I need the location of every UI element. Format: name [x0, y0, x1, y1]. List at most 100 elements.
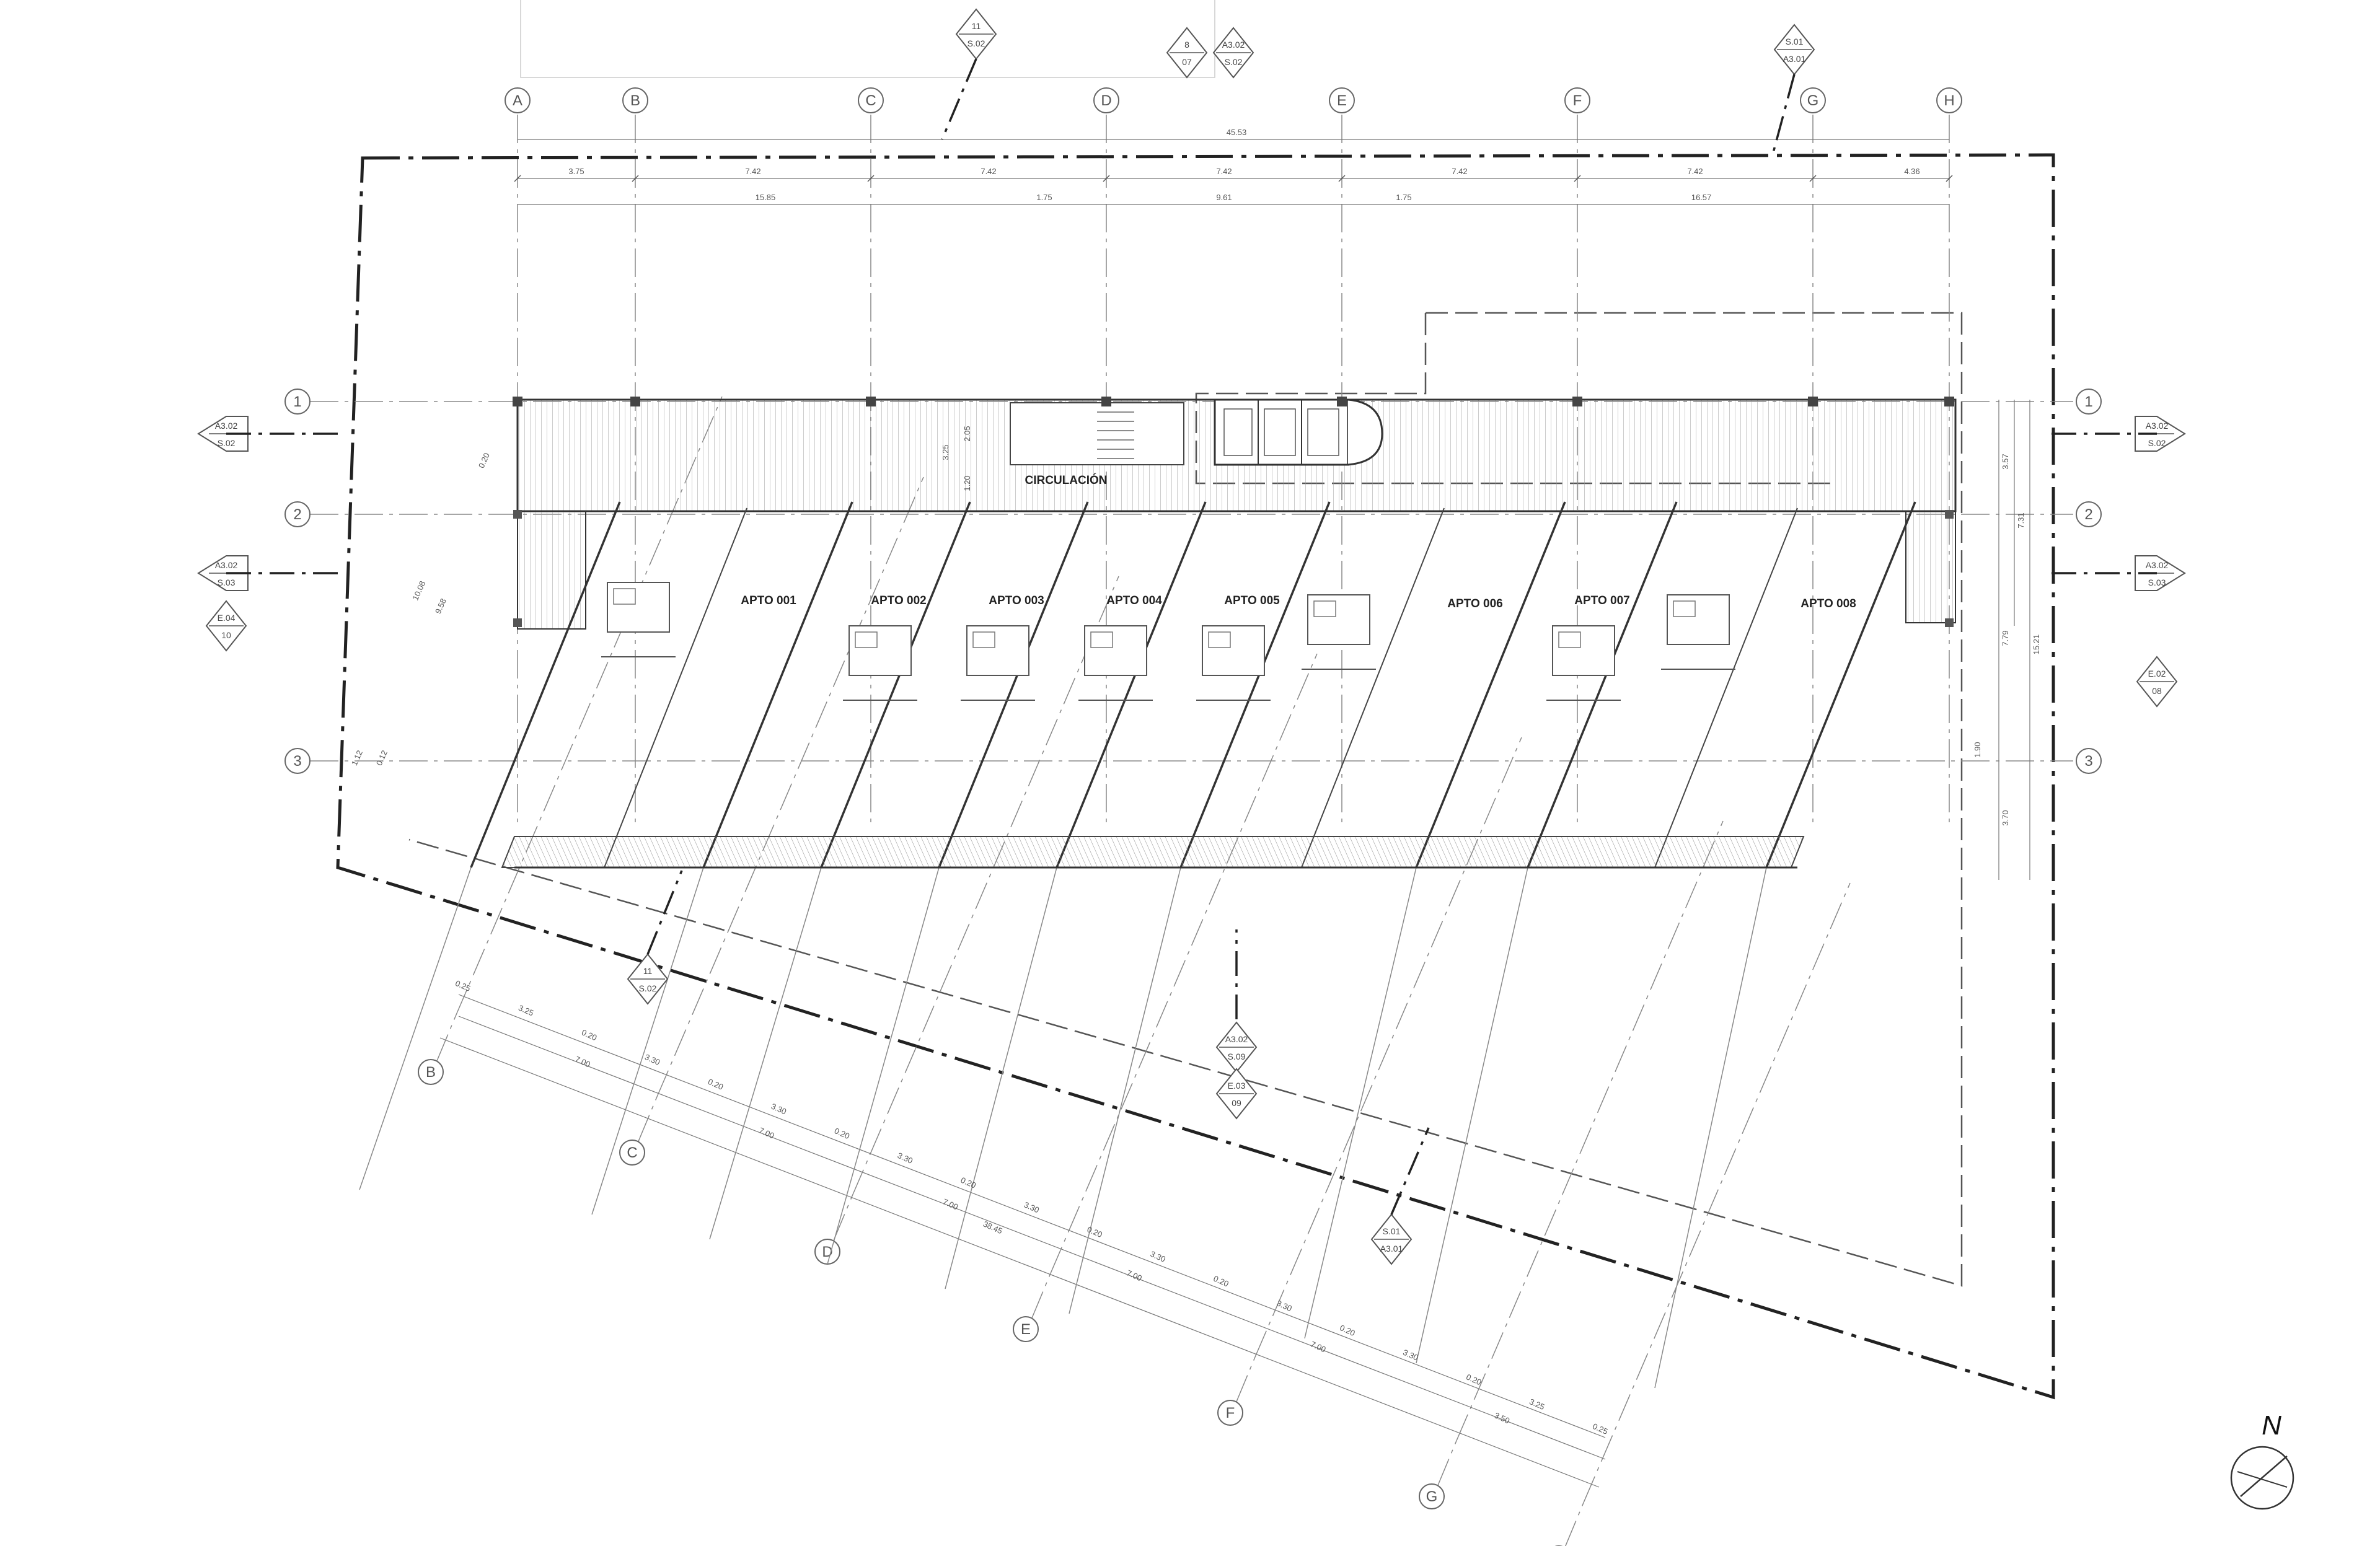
- fixture-1: [855, 631, 878, 648]
- bathroom-4: [1202, 625, 1265, 676]
- grid-label-col-C: C: [865, 92, 876, 109]
- grid-bubble-row-right-2: [2076, 501, 2102, 527]
- dim-second-5: 16.57: [1691, 193, 1712, 202]
- tag-top-0-top: 11: [972, 21, 981, 31]
- room-label-apto-004: APTO 004: [1106, 594, 1162, 607]
- tag-right-2-top: E.02: [2148, 669, 2166, 679]
- bathroom-1: [848, 625, 912, 676]
- tag-bottom-3-bottom: A3.01: [1380, 1244, 1403, 1254]
- tag-left-0-top: A3.02: [215, 421, 238, 431]
- tag-top-2: A3.02S.02: [1212, 27, 1254, 79]
- grid-label-rot-C: C: [627, 1144, 637, 1161]
- grid-leader-rot-C: [638, 1096, 658, 1142]
- tag-bottom-0-top: 11: [643, 966, 653, 976]
- dim-tick-top-0: [514, 175, 521, 182]
- tag-left-1: A3.02S.03: [197, 555, 249, 591]
- column-2: [866, 397, 876, 406]
- grid-leader-rot-B: [436, 1016, 456, 1061]
- dim-bay-3: 7.42: [981, 167, 996, 176]
- fixture-0: [613, 588, 636, 605]
- grid-line-rot-H: [1583, 882, 1851, 1503]
- dim-second-3: 9.61: [1216, 193, 1232, 202]
- tag-top-1-bottom: 07: [1182, 57, 1192, 67]
- tag-top-3-top: S.01: [1786, 37, 1804, 46]
- column-3: [1101, 397, 1111, 406]
- dim-diag-row1-9: 3.30: [1023, 1200, 1041, 1214]
- room-label-apto-008: APTO 008: [1800, 597, 1856, 610]
- section-leader-6: [646, 870, 683, 955]
- dim-tick-top-5: [1574, 175, 1581, 182]
- dim-diagonal-total: 38.45: [982, 1219, 1004, 1236]
- unit-wall-2: [820, 501, 971, 868]
- dim-diag-row1-0: 0.25: [454, 978, 472, 993]
- grid-leader-rot-D: [833, 1195, 853, 1241]
- unit-labels: APTO 001 APTO 002 APTO 003 APTO 004 APTO…: [741, 594, 1856, 610]
- dim-stair-1: 3.25: [941, 444, 950, 460]
- dim-left-1: 10.08: [410, 579, 427, 602]
- unit-wall-1: [702, 501, 853, 868]
- dim-right-2: 7.31: [2016, 512, 2025, 528]
- fixture-2: [972, 631, 995, 648]
- grid-label-col-H: H: [1944, 92, 1954, 109]
- fixture-6: [1558, 631, 1581, 648]
- dim-diag-row1-11: 3.30: [1149, 1249, 1167, 1264]
- unit-wall-ext-1: [591, 867, 704, 1215]
- dim-bay-1: 3.75: [568, 167, 584, 176]
- dim-tick-top-6: [1809, 175, 1817, 182]
- tag-top-1: 807: [1166, 27, 1208, 79]
- grid-line-rot-C: [656, 477, 924, 1097]
- dim-diag-row2-4: 7.00: [1309, 1339, 1327, 1354]
- dim-diag-row1-7: 3.30: [896, 1151, 914, 1166]
- grid-bubble-row-right-1: [2076, 389, 2102, 415]
- column-extra-1: [513, 618, 522, 627]
- column-7: [1944, 397, 1954, 406]
- room-label-apto-006: APTO 006: [1447, 597, 1502, 610]
- grid-label-col-F: F: [1573, 92, 1582, 109]
- grid-bubble-row-left-2: [284, 501, 311, 527]
- grid-label-col-G: G: [1807, 92, 1819, 109]
- grid-bubble-col-D: [1093, 87, 1119, 113]
- tag-bottom-3-top: S.01: [1383, 1226, 1401, 1236]
- dim-tick-top-4: [1338, 175, 1346, 182]
- dim-bay-5: 7.42: [1452, 167, 1467, 176]
- unit-wall-ext-5: [1069, 867, 1181, 1314]
- dim-bay-6: 7.42: [1687, 167, 1703, 176]
- unit-wall-5: [1179, 501, 1331, 868]
- stair-dimension-texts: 3.25 2.05 1.20: [941, 426, 972, 491]
- plot-reference: [520, 0, 1215, 78]
- grid-label-rot-B: B: [426, 1064, 436, 1081]
- grid-line-rot-F: [1254, 737, 1522, 1358]
- dim-diag-row1-17: 3.25: [1528, 1397, 1546, 1412]
- grid-bubble-col-E: [1329, 87, 1355, 113]
- bathroom-6: [1552, 625, 1615, 676]
- dim-line-diagonal-2: [439, 1037, 1600, 1488]
- grid-bubble-row-left-3: [284, 748, 311, 774]
- grid-label-rot-E: E: [1021, 1321, 1031, 1338]
- dim-line-diagonal-1: [458, 1016, 1606, 1460]
- tag-right-1-bottom: S.03: [2148, 578, 2166, 587]
- grid-label-col-A: A: [513, 92, 522, 109]
- dim-bay-7: 4.36: [1904, 167, 1919, 176]
- tag-right-0-bottom: S.02: [2148, 438, 2166, 448]
- grid-label-row-left-3: 3: [293, 753, 301, 770]
- tag-right-1-top: A3.02: [2146, 560, 2169, 570]
- section-leader-8: [1390, 1127, 1430, 1215]
- grid-bubble-col-B: [622, 87, 648, 113]
- unit-wall-ext-0: [359, 867, 472, 1190]
- unit-inner-wall-2: [1654, 507, 1798, 868]
- tag-bottom-1-top: A3.02: [1225, 1034, 1248, 1044]
- room-label-apto-005: APTO 005: [1224, 594, 1280, 607]
- grid-leader-rot-E: [1031, 1273, 1051, 1319]
- dim-overall: 45.53: [1227, 128, 1247, 137]
- section-leader-4: [941, 58, 977, 140]
- dim-left-5: 0.12: [374, 749, 389, 767]
- section-tags: A3.02S.02A3.02S.03E.0410A3.02S.02A3.02S.…: [197, 8, 2186, 1265]
- unit-wall-ext-8: [1654, 867, 1767, 1389]
- stair-core: [1010, 402, 1184, 465]
- bathroom-2: [966, 625, 1029, 676]
- grid-bubble-row-right-3: [2076, 748, 2102, 774]
- tag-left-1-top: A3.02: [215, 560, 238, 570]
